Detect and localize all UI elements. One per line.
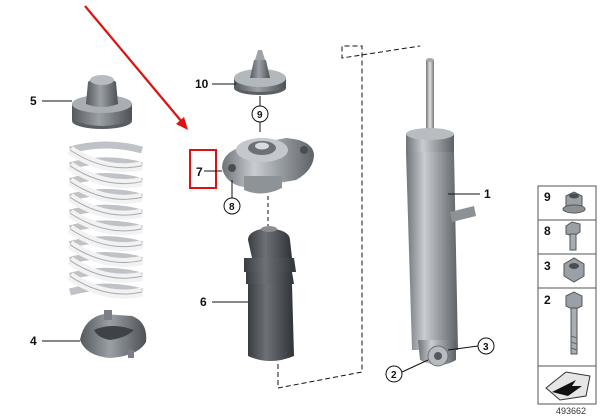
collar-nut-icon xyxy=(562,191,586,214)
callout-2: 2 xyxy=(391,370,397,381)
callout-8: 8 xyxy=(229,202,235,213)
coil-spring xyxy=(67,141,143,299)
spring-coil-edge xyxy=(69,260,143,279)
arrow-pointer-icon xyxy=(545,371,591,401)
spring-pad-lower xyxy=(80,310,147,358)
screw-icon xyxy=(565,221,581,251)
spring-coil-edge xyxy=(69,196,143,216)
cap xyxy=(234,50,286,95)
side-item-label: 9 xyxy=(544,190,551,204)
hex-nut-icon xyxy=(563,257,585,283)
callout-circle-8 xyxy=(223,197,241,215)
strut-mount xyxy=(222,138,314,194)
spring-coil-edge xyxy=(69,149,143,169)
spring-coil-edge xyxy=(69,228,143,248)
spring-coil-edge xyxy=(69,212,143,232)
doc-number: 493662 xyxy=(556,406,586,416)
spring-coil-back xyxy=(69,141,143,154)
side-item-label: 8 xyxy=(544,224,551,238)
highlight-arrow xyxy=(84,5,188,130)
side-item-label: 2 xyxy=(544,293,551,307)
callout-3: 3 xyxy=(483,342,489,353)
side-item-label: 3 xyxy=(544,259,551,273)
spring-coil-edge xyxy=(69,275,143,295)
hex-bolt-icon xyxy=(565,291,583,355)
shock-absorber xyxy=(406,58,476,367)
callout-circle-2 xyxy=(385,365,403,383)
spring-pad-upper xyxy=(72,75,132,129)
side-panel: 9 8 3 2 xyxy=(537,185,597,405)
callout-7: 7 xyxy=(196,165,203,179)
spring-coil-edge xyxy=(69,181,143,200)
highlight-box xyxy=(189,149,217,189)
callout-circle-3 xyxy=(477,337,495,355)
callout-9: 9 xyxy=(257,110,263,121)
callout-4: 4 xyxy=(30,334,37,348)
spring-coil-edge xyxy=(69,165,143,185)
callout-10: 10 xyxy=(195,77,209,91)
callout-1: 1 xyxy=(484,187,491,201)
protection-tube xyxy=(244,226,296,361)
callout-6: 6 xyxy=(200,295,207,309)
spring-coil-edge xyxy=(69,244,143,263)
callout-5: 5 xyxy=(30,94,37,108)
